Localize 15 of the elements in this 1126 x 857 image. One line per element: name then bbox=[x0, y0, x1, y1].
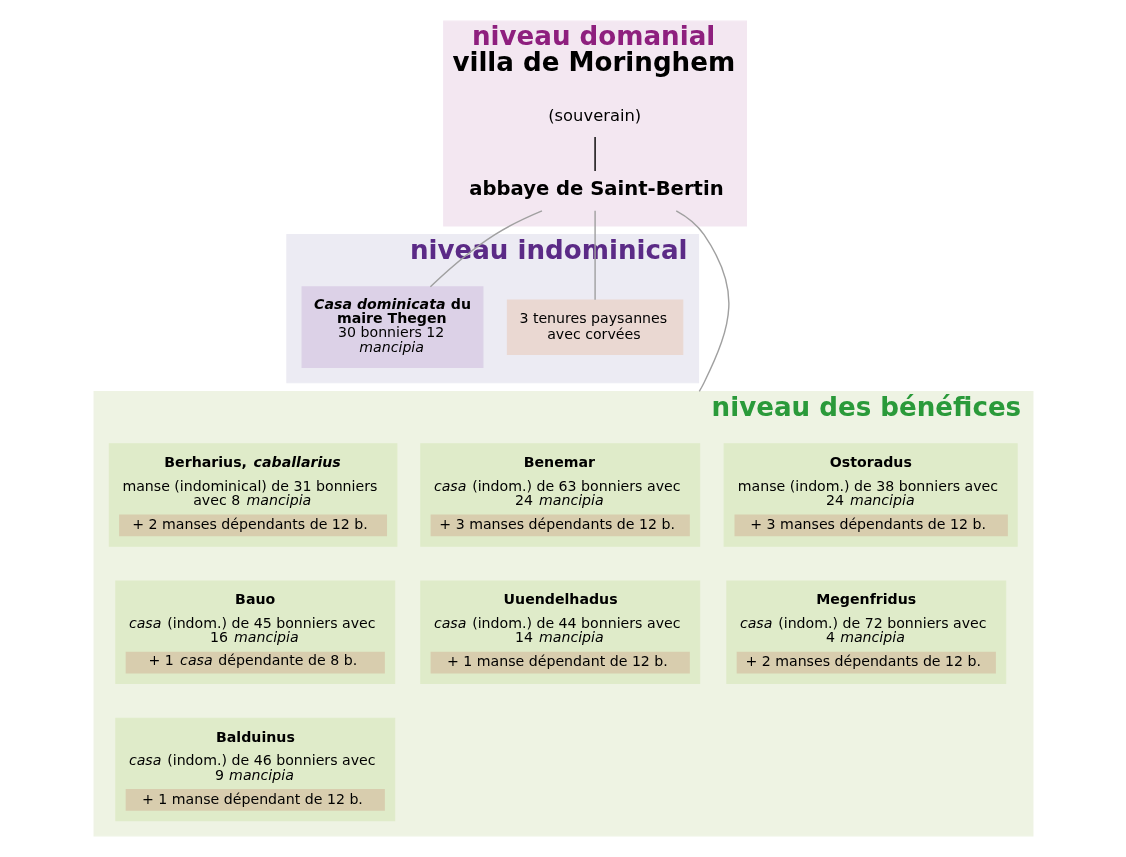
connector bbox=[429, 210, 543, 288]
node-box: Uuendelhadus casa (indom.) de 44 bonniers avec 14 mancipia + 1 manse dépendant de 12 b. bbox=[419, 580, 700, 684]
node-text: (souverain) bbox=[547, 105, 641, 125]
node-box: Megenfridus casa (indom.) de 72 bonniers avec 4 mancipia + 2 manses dépendants de 12 b. bbox=[725, 580, 1006, 684]
node-box: Berharius, caballarius manse (indominical) de 31 bonniers avec 8 mancipia + 2 manses dépendants de 12 b. bbox=[108, 443, 397, 547]
node-box: Balduinus casa (indom.) de 46 bonniers avec 9 mancipia + 1 manse dépendant de 12 b. bbox=[114, 717, 395, 822]
connector bbox=[593, 210, 596, 301]
node-box: Benemar casa (indom.) de 63 bonniers avec 24 mancipia + 3 manses dépendants de 12 b. bbox=[419, 443, 700, 547]
node-box: Ostoradus manse (indom.) de 38 bonniers avec 24 mancipia + 3 manses dépendants de 12 b. bbox=[723, 443, 1018, 547]
node-box: Casa dominicata du maire Thegen 30 bonniers 12 mancipia bbox=[301, 286, 483, 369]
node-box: Bauo casa (indom.) de 45 bonniers avec 16 mancipia + 1 casa dépendante de 8 b. bbox=[114, 580, 395, 684]
node-text: abbaye de Saint-Bertin bbox=[468, 176, 724, 200]
connector bbox=[593, 136, 596, 172]
node-box: 3 tenures paysannes avec corvées bbox=[506, 299, 683, 355]
connector bbox=[675, 210, 729, 393]
